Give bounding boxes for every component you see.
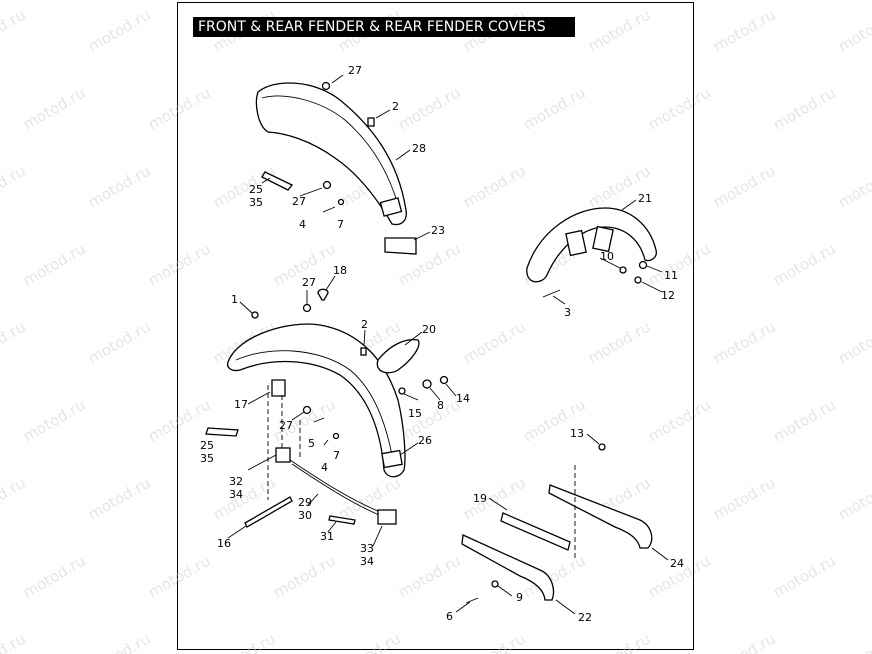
callout-15: 15 bbox=[408, 407, 422, 420]
callout-22: 22 bbox=[578, 611, 592, 624]
callout-29: 29 bbox=[298, 496, 312, 509]
wire-harness-29-b bbox=[291, 463, 387, 519]
stud-18 bbox=[317, 288, 329, 301]
callout-35b: 35 bbox=[200, 452, 214, 465]
callout-17: 17 bbox=[234, 398, 248, 411]
callout-2a: 2 bbox=[392, 100, 399, 113]
fender-cover-20 bbox=[376, 339, 420, 374]
washer-12 bbox=[634, 276, 642, 284]
callout-27d: 27 bbox=[279, 419, 293, 432]
screw-6 bbox=[465, 597, 479, 604]
callout-4b: 4 bbox=[321, 461, 328, 474]
callout-3: 3 bbox=[564, 306, 571, 319]
rail-19 bbox=[500, 512, 571, 551]
callout-11: 11 bbox=[664, 269, 678, 282]
callout-27a: 27 bbox=[348, 64, 362, 77]
bolt-27-mid bbox=[302, 303, 312, 313]
washer-8 bbox=[422, 379, 432, 389]
license-bracket-25-top bbox=[261, 171, 294, 191]
callout-8: 8 bbox=[437, 399, 444, 412]
nut-11 bbox=[638, 260, 648, 270]
callout-33: 33 bbox=[360, 542, 374, 555]
callout-24: 24 bbox=[670, 557, 684, 570]
washer-7-lower bbox=[332, 432, 340, 440]
wire-harness-29 bbox=[289, 459, 386, 515]
callout-20: 20 bbox=[422, 323, 436, 336]
nut-27-lower bbox=[302, 405, 312, 415]
callout-2b: 2 bbox=[361, 318, 368, 331]
bracket-17 bbox=[271, 379, 286, 397]
callout-27b: 27 bbox=[292, 195, 306, 208]
fender-cover-23 bbox=[384, 237, 417, 255]
callout-7a: 7 bbox=[337, 218, 344, 231]
washer-9 bbox=[491, 580, 499, 588]
rail-22 bbox=[461, 534, 555, 601]
callout-34b: 34 bbox=[360, 555, 374, 568]
fastener-1 bbox=[251, 311, 259, 319]
connector-33 bbox=[377, 509, 397, 525]
rail-24 bbox=[548, 484, 653, 549]
front-fender bbox=[526, 207, 657, 283]
leader-lines bbox=[227, 74, 669, 615]
callout-28: 28 bbox=[412, 142, 426, 155]
callout-9: 9 bbox=[516, 591, 523, 604]
spacer-15 bbox=[398, 387, 406, 395]
callout-34a: 34 bbox=[229, 488, 243, 501]
callout-25a: 25 bbox=[249, 183, 263, 196]
screw-4-upper bbox=[322, 206, 336, 213]
callout-25b: 25 bbox=[200, 439, 214, 452]
washer-7-upper bbox=[337, 198, 345, 206]
callout-16: 16 bbox=[217, 537, 231, 550]
license-bracket-25-bottom bbox=[205, 427, 239, 437]
grommet-2-mid bbox=[360, 347, 367, 356]
nut-14 bbox=[439, 375, 449, 385]
callout-labels: 27 2 28 25 35 27 4 7 23 21 10 11 12 3 1 … bbox=[200, 64, 684, 624]
cable-strap-16 bbox=[244, 496, 293, 528]
bolt-27-top bbox=[321, 81, 331, 91]
screw-3 bbox=[542, 289, 561, 298]
connector-32 bbox=[275, 447, 291, 463]
grommet-2-top bbox=[367, 117, 375, 127]
washer-10 bbox=[619, 266, 627, 274]
callout-31: 31 bbox=[320, 530, 334, 543]
callout-13: 13 bbox=[570, 427, 584, 440]
callout-1: 1 bbox=[231, 293, 238, 306]
callout-27c: 27 bbox=[302, 276, 316, 289]
callout-32: 32 bbox=[229, 475, 243, 488]
callout-26: 26 bbox=[418, 434, 432, 447]
callout-10: 10 bbox=[600, 250, 614, 263]
callout-5: 5 bbox=[308, 437, 315, 450]
callout-23: 23 bbox=[431, 224, 445, 237]
fastener-13 bbox=[598, 443, 606, 451]
rear-fender-upper bbox=[255, 82, 407, 226]
rear-fender-lower bbox=[226, 323, 406, 478]
callout-14: 14 bbox=[456, 392, 470, 405]
screw-5 bbox=[313, 417, 325, 423]
callout-30: 30 bbox=[298, 509, 312, 522]
callout-4a: 4 bbox=[299, 218, 306, 231]
callout-6: 6 bbox=[446, 610, 453, 623]
callout-18: 18 bbox=[333, 264, 347, 277]
callout-12: 12 bbox=[661, 289, 675, 302]
callout-19: 19 bbox=[473, 492, 487, 505]
diagram-title: FRONT & REAR FENDER & REAR FENDER COVERS bbox=[193, 17, 575, 37]
callout-21: 21 bbox=[638, 192, 652, 205]
callout-35a: 35 bbox=[249, 196, 263, 209]
nut-27-upper bbox=[322, 180, 332, 190]
callout-7b: 7 bbox=[333, 449, 340, 462]
strap-31 bbox=[328, 515, 356, 525]
screw-4-lower bbox=[323, 439, 329, 446]
